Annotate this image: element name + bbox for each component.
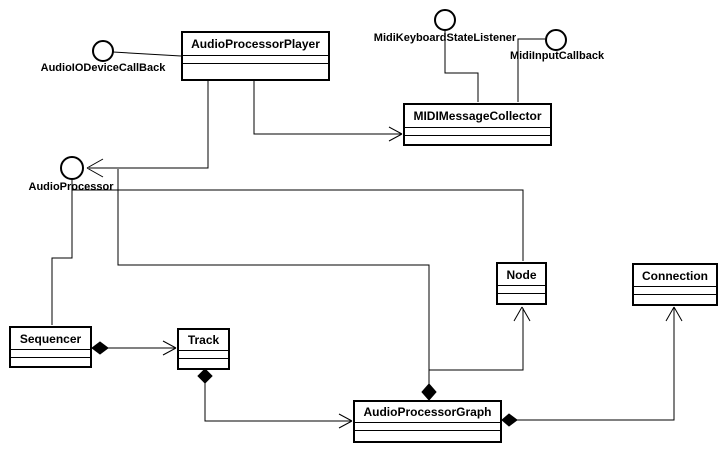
assoc-player-to-audioprocessor: [86, 81, 209, 178]
interface-label-midikeyboardstatelistener: MidiKeyboardStateListener: [373, 32, 517, 44]
lollipop-midikeyboardstatelistener: [434, 9, 456, 31]
operations-compartment: [179, 359, 228, 368]
class-title: Connection: [634, 265, 716, 287]
class-title: MIDIMessageCollector: [405, 105, 550, 128]
attributes-compartment: [11, 350, 90, 358]
operations-compartment: [183, 64, 328, 79]
lollipop-audioiodevicecallback: [92, 40, 114, 62]
comp-track-to-graph: [204, 383, 353, 429]
interface-label-audioprocessor: AudioProcessor: [28, 181, 114, 193]
composition-diamond-track: [197, 368, 213, 384]
comp-graph-to-connection: [517, 306, 683, 421]
class-title: Node: [498, 264, 545, 286]
attributes-compartment: [634, 287, 716, 295]
class-audioprocessorgraph: AudioProcessorGraph: [353, 400, 502, 443]
class-title: AudioProcessorGraph: [355, 402, 500, 423]
class-title: Sequencer: [11, 328, 90, 350]
attributes-compartment: [179, 351, 228, 359]
class-sequencer: Sequencer: [9, 326, 92, 368]
class-connection: Connection: [632, 263, 718, 306]
assoc-player-to-collector: [253, 81, 403, 142]
assoc-sequencer-to-audioprocessor: [51, 180, 73, 325]
stick-audioiodevicecallback-player: [112, 51, 182, 57]
comp-graph-to-audioprocessor: [117, 169, 430, 385]
operations-compartment: [498, 294, 545, 303]
class-title: AudioProcessorPlayer: [183, 33, 328, 56]
attributes-compartment: [355, 423, 500, 431]
class-midimessagecollector: MIDIMessageCollector: [403, 103, 552, 146]
composition-diamond-sequencer: [91, 341, 109, 355]
lollipop-audioprocessor: [60, 156, 84, 180]
class-track: Track: [177, 328, 230, 370]
composition-diamond-graph-right: [501, 413, 518, 427]
assoc-audioprocessor-to-node: [72, 189, 524, 261]
operations-compartment: [355, 431, 500, 441]
interface-label-midiinputcallback: MidiInputCallback: [509, 50, 605, 62]
comp-branch-to-node: [429, 306, 531, 371]
class-node: Node: [496, 262, 547, 305]
comp-sequencer-to-track: [108, 340, 177, 356]
attributes-compartment: [498, 286, 545, 294]
attributes-compartment: [405, 128, 550, 136]
interface-label-audioiodevicecallback: AudioIODeviceCallBack: [40, 62, 166, 74]
class-audioprocessorplayer: AudioProcessorPlayer: [181, 31, 330, 81]
class-title: Track: [179, 330, 228, 351]
operations-compartment: [405, 136, 550, 144]
stick-midiinputcallback-collector: [517, 38, 545, 102]
lollipop-midiinputcallback: [545, 29, 567, 51]
operations-compartment: [11, 358, 90, 366]
attributes-compartment: [183, 56, 328, 64]
composition-diamond-graph-top: [421, 383, 437, 401]
operations-compartment: [634, 295, 716, 304]
